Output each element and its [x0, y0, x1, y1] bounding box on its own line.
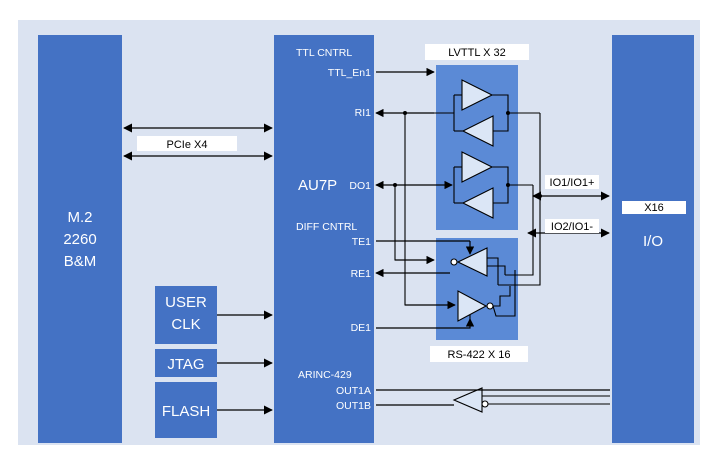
pcie-label: PCIe X4 — [167, 139, 208, 151]
arinc-buffer — [452, 387, 610, 413]
io1-label: IO1/IO1+ — [550, 177, 595, 189]
ttl-cntrl-label: TTL CNTRL — [296, 47, 352, 59]
do1-label: DO1 — [349, 180, 371, 192]
de1-arrow — [376, 318, 475, 329]
flash-block — [155, 382, 217, 438]
io2-label-box — [545, 219, 599, 233]
io2-label: IO2/IO1- — [551, 221, 594, 233]
lvttl-caption: LVTTL X 32 — [448, 47, 505, 59]
fpga-block — [274, 35, 374, 443]
de1-label: DE1 — [351, 322, 372, 334]
flash-label: FLASH — [162, 403, 210, 420]
arinc-label: ARINC-429 — [298, 369, 352, 381]
fpga-name: AU7P — [298, 177, 337, 194]
x16-label: X16 — [644, 202, 664, 214]
m2-label-line3: B&M — [64, 253, 97, 270]
out1b-label: OUT1B — [336, 400, 371, 412]
rs422-receiver — [456, 247, 488, 277]
lvttl-buffer-pair-1 — [376, 79, 540, 147]
out1a-label: OUT1A — [336, 385, 371, 397]
user-clk-line1: USER — [165, 294, 207, 311]
jtag-block — [155, 349, 217, 377]
io-block — [612, 35, 694, 443]
m2-label-line2: 2260 — [63, 231, 96, 248]
m2-block — [38, 35, 122, 443]
m2-label-line1: M.2 — [67, 209, 92, 226]
io-label: I/O — [643, 233, 663, 250]
te1-label: TE1 — [352, 236, 371, 248]
rs422-caption-box — [430, 346, 528, 362]
diff-cntrl-label: DIFF CNTRL — [296, 221, 357, 233]
jtag-label: JTAG — [167, 356, 204, 373]
rs422-driver — [457, 290, 488, 322]
lvttl-caption-box — [425, 44, 529, 60]
rs422-caption: RS-422 X 16 — [448, 349, 511, 361]
io1-label-box — [545, 175, 599, 189]
pcie-label-box — [137, 136, 237, 151]
user-clk-block — [155, 286, 217, 344]
rs422-drivers — [450, 247, 516, 325]
x16-label-box — [622, 201, 686, 214]
user-clk-line2: CLK — [171, 316, 200, 333]
re1-label: RE1 — [351, 268, 372, 280]
ttl-en1-label: TTL_En1 — [328, 67, 371, 79]
arinc-driver — [452, 387, 483, 413]
ri1-label: RI1 — [355, 107, 372, 119]
